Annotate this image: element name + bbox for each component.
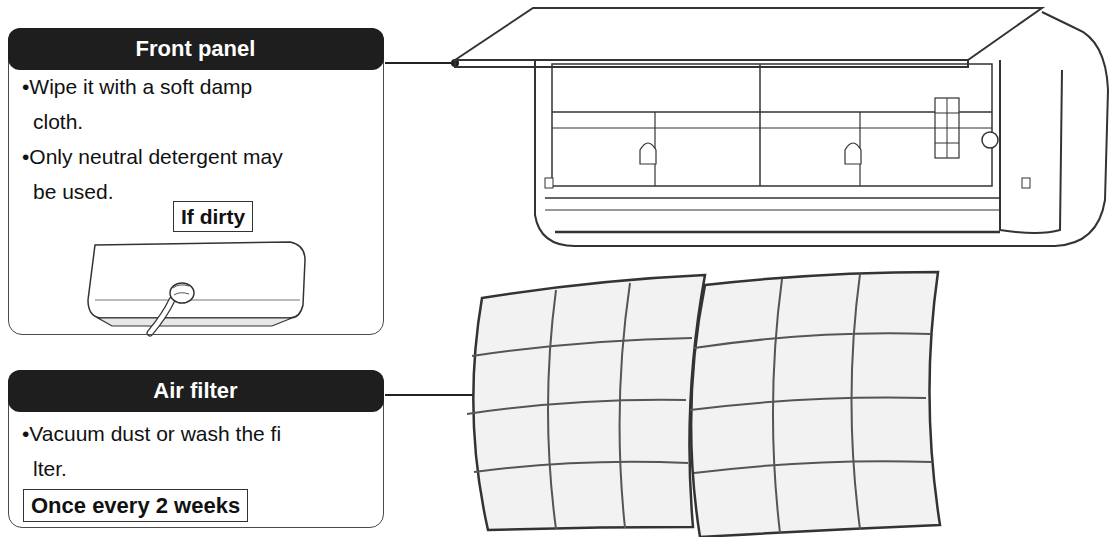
label-text: •Vacuum dust or wash the fi lter.	[22, 416, 285, 486]
wiping-illustration	[88, 242, 305, 333]
label-text: •Only neutral detergent may be used.	[22, 139, 305, 209]
air-conditioner	[455, 8, 1108, 246]
header-band: Front panel	[8, 28, 384, 70]
label-text: Once every 2 weeks	[31, 491, 240, 520]
leader-line	[385, 62, 453, 64]
label-text: Air filter	[153, 378, 237, 404]
air-filter-left	[467, 275, 705, 530]
header-band: Air filter	[8, 370, 384, 412]
air-filter-right	[690, 272, 940, 537]
callout-box: •Wipe it with a soft damp cloth.•Only ne…	[8, 28, 384, 335]
label-text: Front panel	[136, 36, 256, 62]
label-text: If dirty	[181, 203, 245, 230]
frequency-tag: If dirty	[173, 201, 253, 232]
callout-body: •Vacuum dust or wash the fi lter.	[22, 416, 285, 486]
label-text: •Wipe it with a soft damp cloth.	[22, 69, 305, 139]
callout-body: •Wipe it with a soft damp cloth.•Only ne…	[22, 69, 305, 209]
callout-box: •Vacuum dust or wash the fi lter. Air fil…	[8, 370, 384, 528]
frequency-tag: Once every 2 weeks	[23, 489, 248, 522]
